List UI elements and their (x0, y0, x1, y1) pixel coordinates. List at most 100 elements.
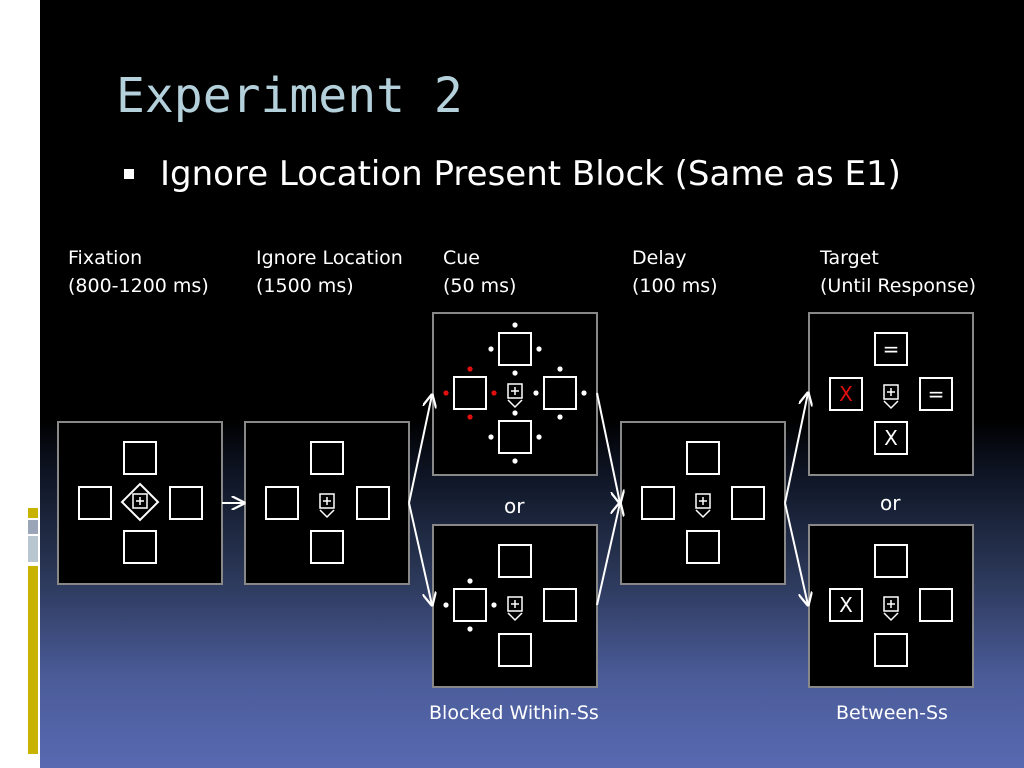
placeholder-box (453, 588, 487, 622)
panel-delay (620, 421, 786, 585)
placeholder-box (543, 588, 577, 622)
placeholder-box (874, 544, 908, 578)
cue-dot (491, 602, 497, 608)
target-symbol-left: X (839, 593, 853, 617)
target-symbol-top: = (883, 337, 900, 361)
cue-dot (488, 346, 494, 352)
stage-name: Cue (443, 247, 480, 269)
cue-dot (488, 434, 494, 440)
cue-dot (581, 390, 587, 396)
cue-dot (512, 410, 518, 416)
placeholder-box (453, 376, 487, 410)
cue-dot (443, 390, 449, 396)
stage-duration: (800-1200 ms) (68, 275, 209, 297)
fixation-arrow-down (507, 612, 523, 622)
target-symbol-right: = (928, 382, 945, 406)
placeholder-box (919, 588, 953, 622)
stage-duration: (100 ms) (632, 275, 718, 297)
placeholder-box (641, 486, 675, 520)
arrow-delay-to-target-lower (784, 502, 808, 605)
stage-duration: (50 ms) (443, 275, 517, 297)
stage-name: Ignore Location (256, 247, 403, 269)
fixation-arrow-down (507, 399, 523, 409)
stage-label-fixation: Fixation (800-1200 ms) (68, 244, 209, 300)
cue-dot (467, 626, 473, 632)
placeholder-box (874, 332, 908, 366)
cue-dot (536, 434, 542, 440)
placeholder-box (498, 420, 532, 454)
fixation-square (883, 596, 899, 612)
placeholder-box (829, 588, 863, 622)
placeholder-box (498, 544, 532, 578)
placeholder-box (829, 377, 863, 411)
cue-dot (467, 414, 473, 420)
cue-dot (557, 414, 563, 420)
cue-dot (557, 366, 563, 372)
cue-dot (491, 390, 497, 396)
fixation-arrow-down (883, 612, 899, 622)
target-symbol-left: X (839, 382, 853, 406)
stage-label-delay: Delay (100 ms) (632, 244, 718, 300)
placeholder-box (123, 530, 157, 564)
cue-dot (467, 366, 473, 372)
fixation-square (132, 493, 148, 509)
cue-dot (443, 602, 449, 608)
cue-dot (533, 390, 539, 396)
panels-layer: = X = X X (57, 312, 974, 688)
fixation-diamond (120, 482, 160, 522)
stage-duration: (1500 ms) (256, 275, 354, 297)
panel-fixation (57, 421, 223, 585)
fixation-square (507, 596, 523, 612)
panel-target-lower: X (808, 524, 974, 688)
fixation-square (695, 493, 711, 509)
placeholder-box (310, 530, 344, 564)
stage-name: Delay (632, 247, 687, 269)
stage-name: Fixation (68, 247, 143, 269)
stage-label-cue: Cue (50 ms) (443, 244, 516, 300)
placeholder-box (874, 421, 908, 455)
placeholder-box (78, 486, 112, 520)
cue-dot (512, 322, 518, 328)
panel-frame (57, 421, 223, 585)
fixation-arrow-down (883, 400, 899, 410)
caption-target: Between-Ss (836, 702, 948, 724)
cue-dot (512, 458, 518, 464)
stage-name: Target (820, 247, 879, 269)
panel-target-upper: = X = X (808, 312, 974, 476)
fixation-square (319, 493, 335, 509)
placeholder-box (169, 486, 203, 520)
placeholder-box (356, 486, 390, 520)
fixation-square (507, 383, 523, 399)
placeholder-box (498, 332, 532, 366)
fixation-arrow-down (319, 509, 335, 519)
cue-dot (467, 578, 473, 584)
or-label-target: or (880, 491, 901, 515)
fixation-arrow-down (695, 509, 711, 519)
placeholder-box (919, 377, 953, 411)
bullet-text: Ignore Location Present Block (Same as E… (160, 154, 901, 194)
decor-strip (28, 520, 38, 534)
slide-title: Experiment 2 (116, 68, 463, 124)
panel-ignore-location (244, 421, 410, 585)
cue-dot (512, 370, 518, 376)
arrow-cue-lower-to-delay (596, 503, 620, 606)
arrow-ignore-to-cue-lower (408, 502, 432, 605)
target-symbol-bottom: X (884, 426, 898, 450)
arrow-delay-to-target-upper (784, 393, 808, 504)
bullet-marker (124, 169, 134, 179)
stage-label-ignore-location: Ignore Location (1500 ms) (256, 244, 403, 300)
placeholder-box (543, 376, 577, 410)
placeholder-box (310, 441, 344, 475)
arrow-ignore-to-cue-upper (408, 395, 432, 504)
placeholder-box (874, 633, 908, 667)
decor-strip (28, 566, 38, 754)
caption-cue: Blocked Within-Ss (429, 702, 599, 724)
decor-strip (28, 508, 38, 518)
stage-label-target: Target (Until Response) (820, 244, 976, 300)
or-label-cue: or (504, 494, 525, 518)
placeholder-box (731, 486, 765, 520)
placeholder-box (265, 486, 299, 520)
placeholder-box (686, 530, 720, 564)
placeholder-box (498, 633, 532, 667)
